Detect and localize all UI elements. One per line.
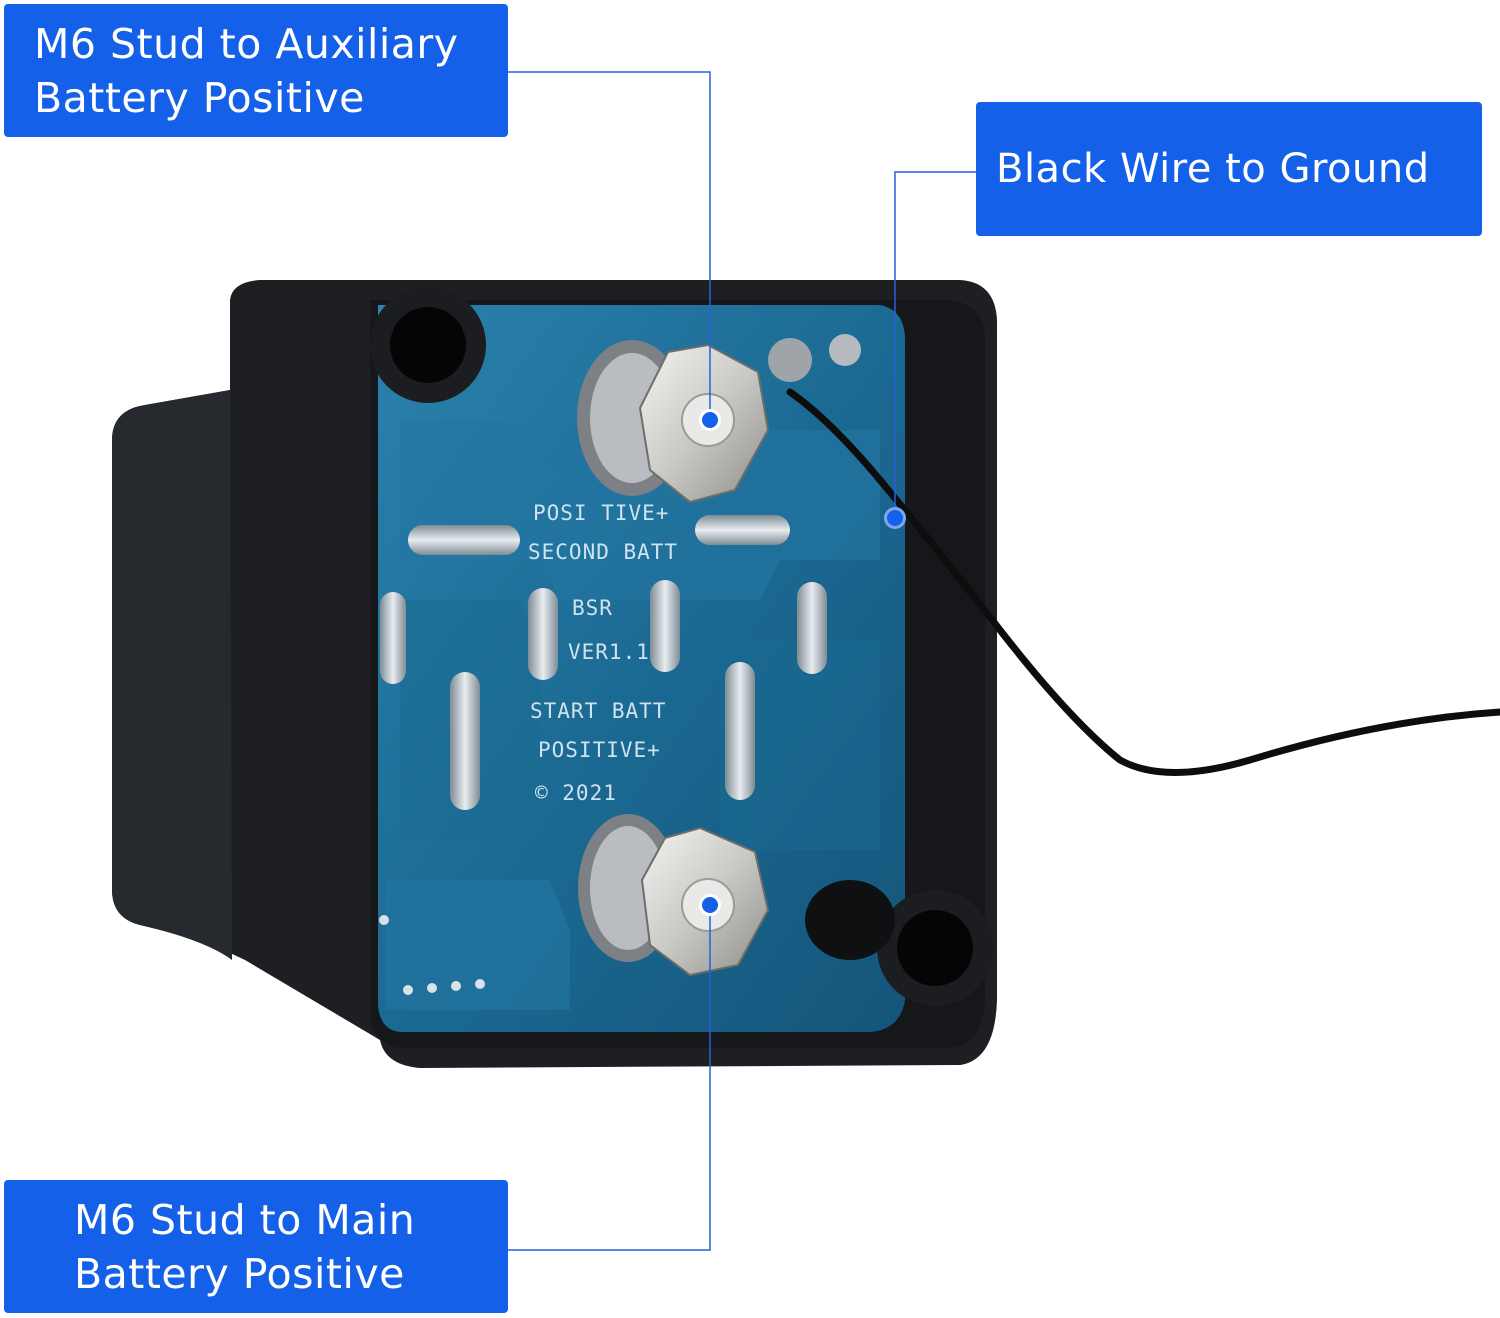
callout-aux-battery-positive: M6 Stud to Auxiliary Battery Positive bbox=[4, 4, 508, 137]
callout-aux-line2: Battery Positive bbox=[34, 73, 365, 122]
top-stud bbox=[577, 340, 770, 504]
pcb-silkscreen: POSI TIVE+ SECOND BATT BSR VER1.1 START … bbox=[528, 501, 678, 805]
mounting-holes bbox=[370, 287, 993, 1006]
leader-dots bbox=[699, 409, 906, 916]
leader-lines bbox=[508, 71, 976, 1251]
callout-main-battery-positive: M6 Stud to Main Battery Positive bbox=[4, 1180, 508, 1313]
ground-screw bbox=[768, 334, 861, 382]
pcb-board bbox=[378, 305, 905, 1032]
pcb-label-start-batt: START BATT bbox=[530, 699, 666, 723]
pcb-label-copyright: © 2021 bbox=[535, 781, 617, 805]
pcb-label-bsr: BSR bbox=[572, 596, 613, 620]
pcb-label-positive: POSI TIVE+ bbox=[533, 501, 669, 525]
solder-pads bbox=[379, 515, 827, 995]
callout-main-line1: M6 Stud to Main bbox=[74, 1195, 416, 1244]
pcb-label-second-batt: SECOND BATT bbox=[528, 540, 678, 564]
callout-aux-line1: M6 Stud to Auxiliary bbox=[34, 19, 459, 68]
black-wire bbox=[786, 388, 1500, 776]
pcb-label-ver: VER1.1 bbox=[568, 640, 650, 664]
callout-main-line2: Battery Positive bbox=[74, 1249, 405, 1298]
pcb-label-positive2: POSITIVE+ bbox=[538, 738, 661, 762]
callout-black-wire-ground: Black Wire to Ground bbox=[976, 102, 1482, 236]
callout-ground-line1: Black Wire to Ground bbox=[996, 146, 1430, 192]
